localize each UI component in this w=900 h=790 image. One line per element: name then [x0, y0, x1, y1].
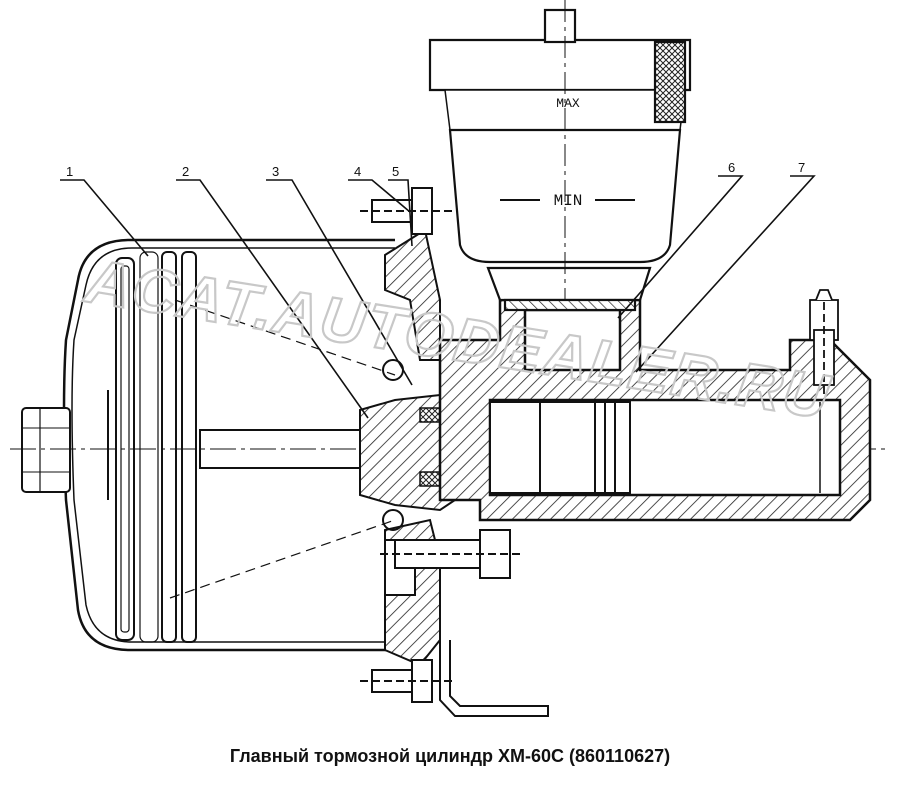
callout-6: 6 — [728, 160, 735, 175]
callout-2: 2 — [182, 164, 189, 179]
min-level-label: MIN — [554, 192, 583, 210]
fluid-reservoir — [428, 0, 692, 312]
diagram-caption: Главный тормозной цилиндр ХМ-60С (860110… — [229, 746, 671, 766]
callout-leaders — [60, 175, 816, 419]
mounting-bracket — [439, 640, 549, 717]
callout-1: 1 — [66, 164, 73, 179]
callout-5: 5 — [392, 164, 399, 179]
construction-lines — [169, 299, 396, 599]
max-level-label: MAX — [556, 96, 580, 111]
rear-boss — [21, 407, 71, 493]
outlet-fitting — [809, 289, 839, 400]
callout-numbers: 1 2 3 4 5 6 7 — [66, 160, 805, 179]
callout-7: 7 — [798, 160, 805, 175]
cylinder-piston — [489, 401, 821, 494]
callout-4: 4 — [354, 164, 361, 179]
callout-3: 3 — [272, 164, 279, 179]
